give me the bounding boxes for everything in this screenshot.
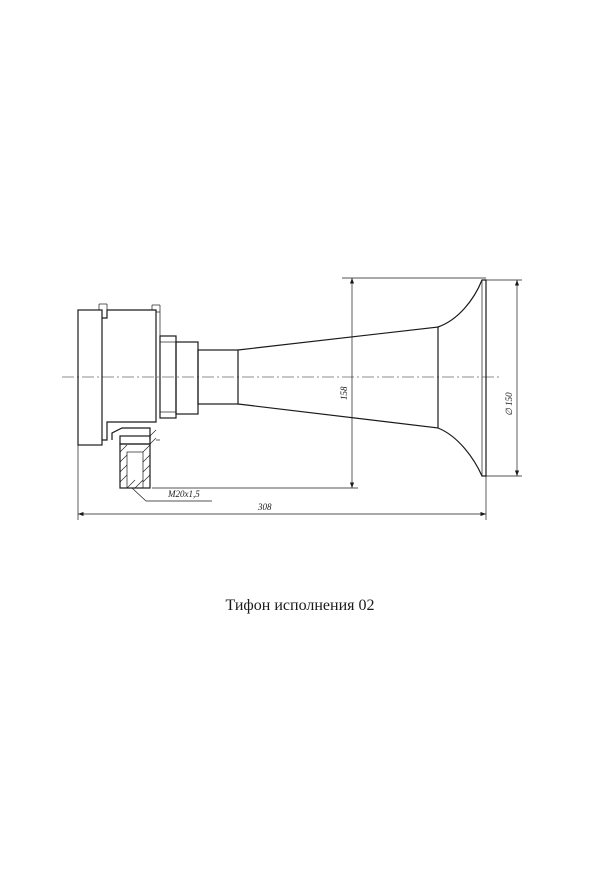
thread-label: M20x1,5 <box>167 489 200 499</box>
horn-cone <box>237 326 439 429</box>
overall-length-label: 308 <box>257 502 272 512</box>
dimension-horn-height: 158 <box>152 277 486 489</box>
dimension-overall-length: 308 <box>77 445 487 520</box>
figure-caption: Тифон исполнения 02 <box>225 597 375 614</box>
thread-callout: M20x1,5 <box>131 487 212 502</box>
air-inlet-fitting <box>111 427 157 489</box>
bell-diameter-label: ∅ 150 <box>504 392 514 416</box>
back-cap <box>77 303 108 446</box>
dimension-bell-diameter: ∅ 150 <box>486 279 522 477</box>
horn-bell <box>437 279 487 477</box>
horn-height-label: 158 <box>339 386 349 400</box>
housing <box>102 304 161 441</box>
